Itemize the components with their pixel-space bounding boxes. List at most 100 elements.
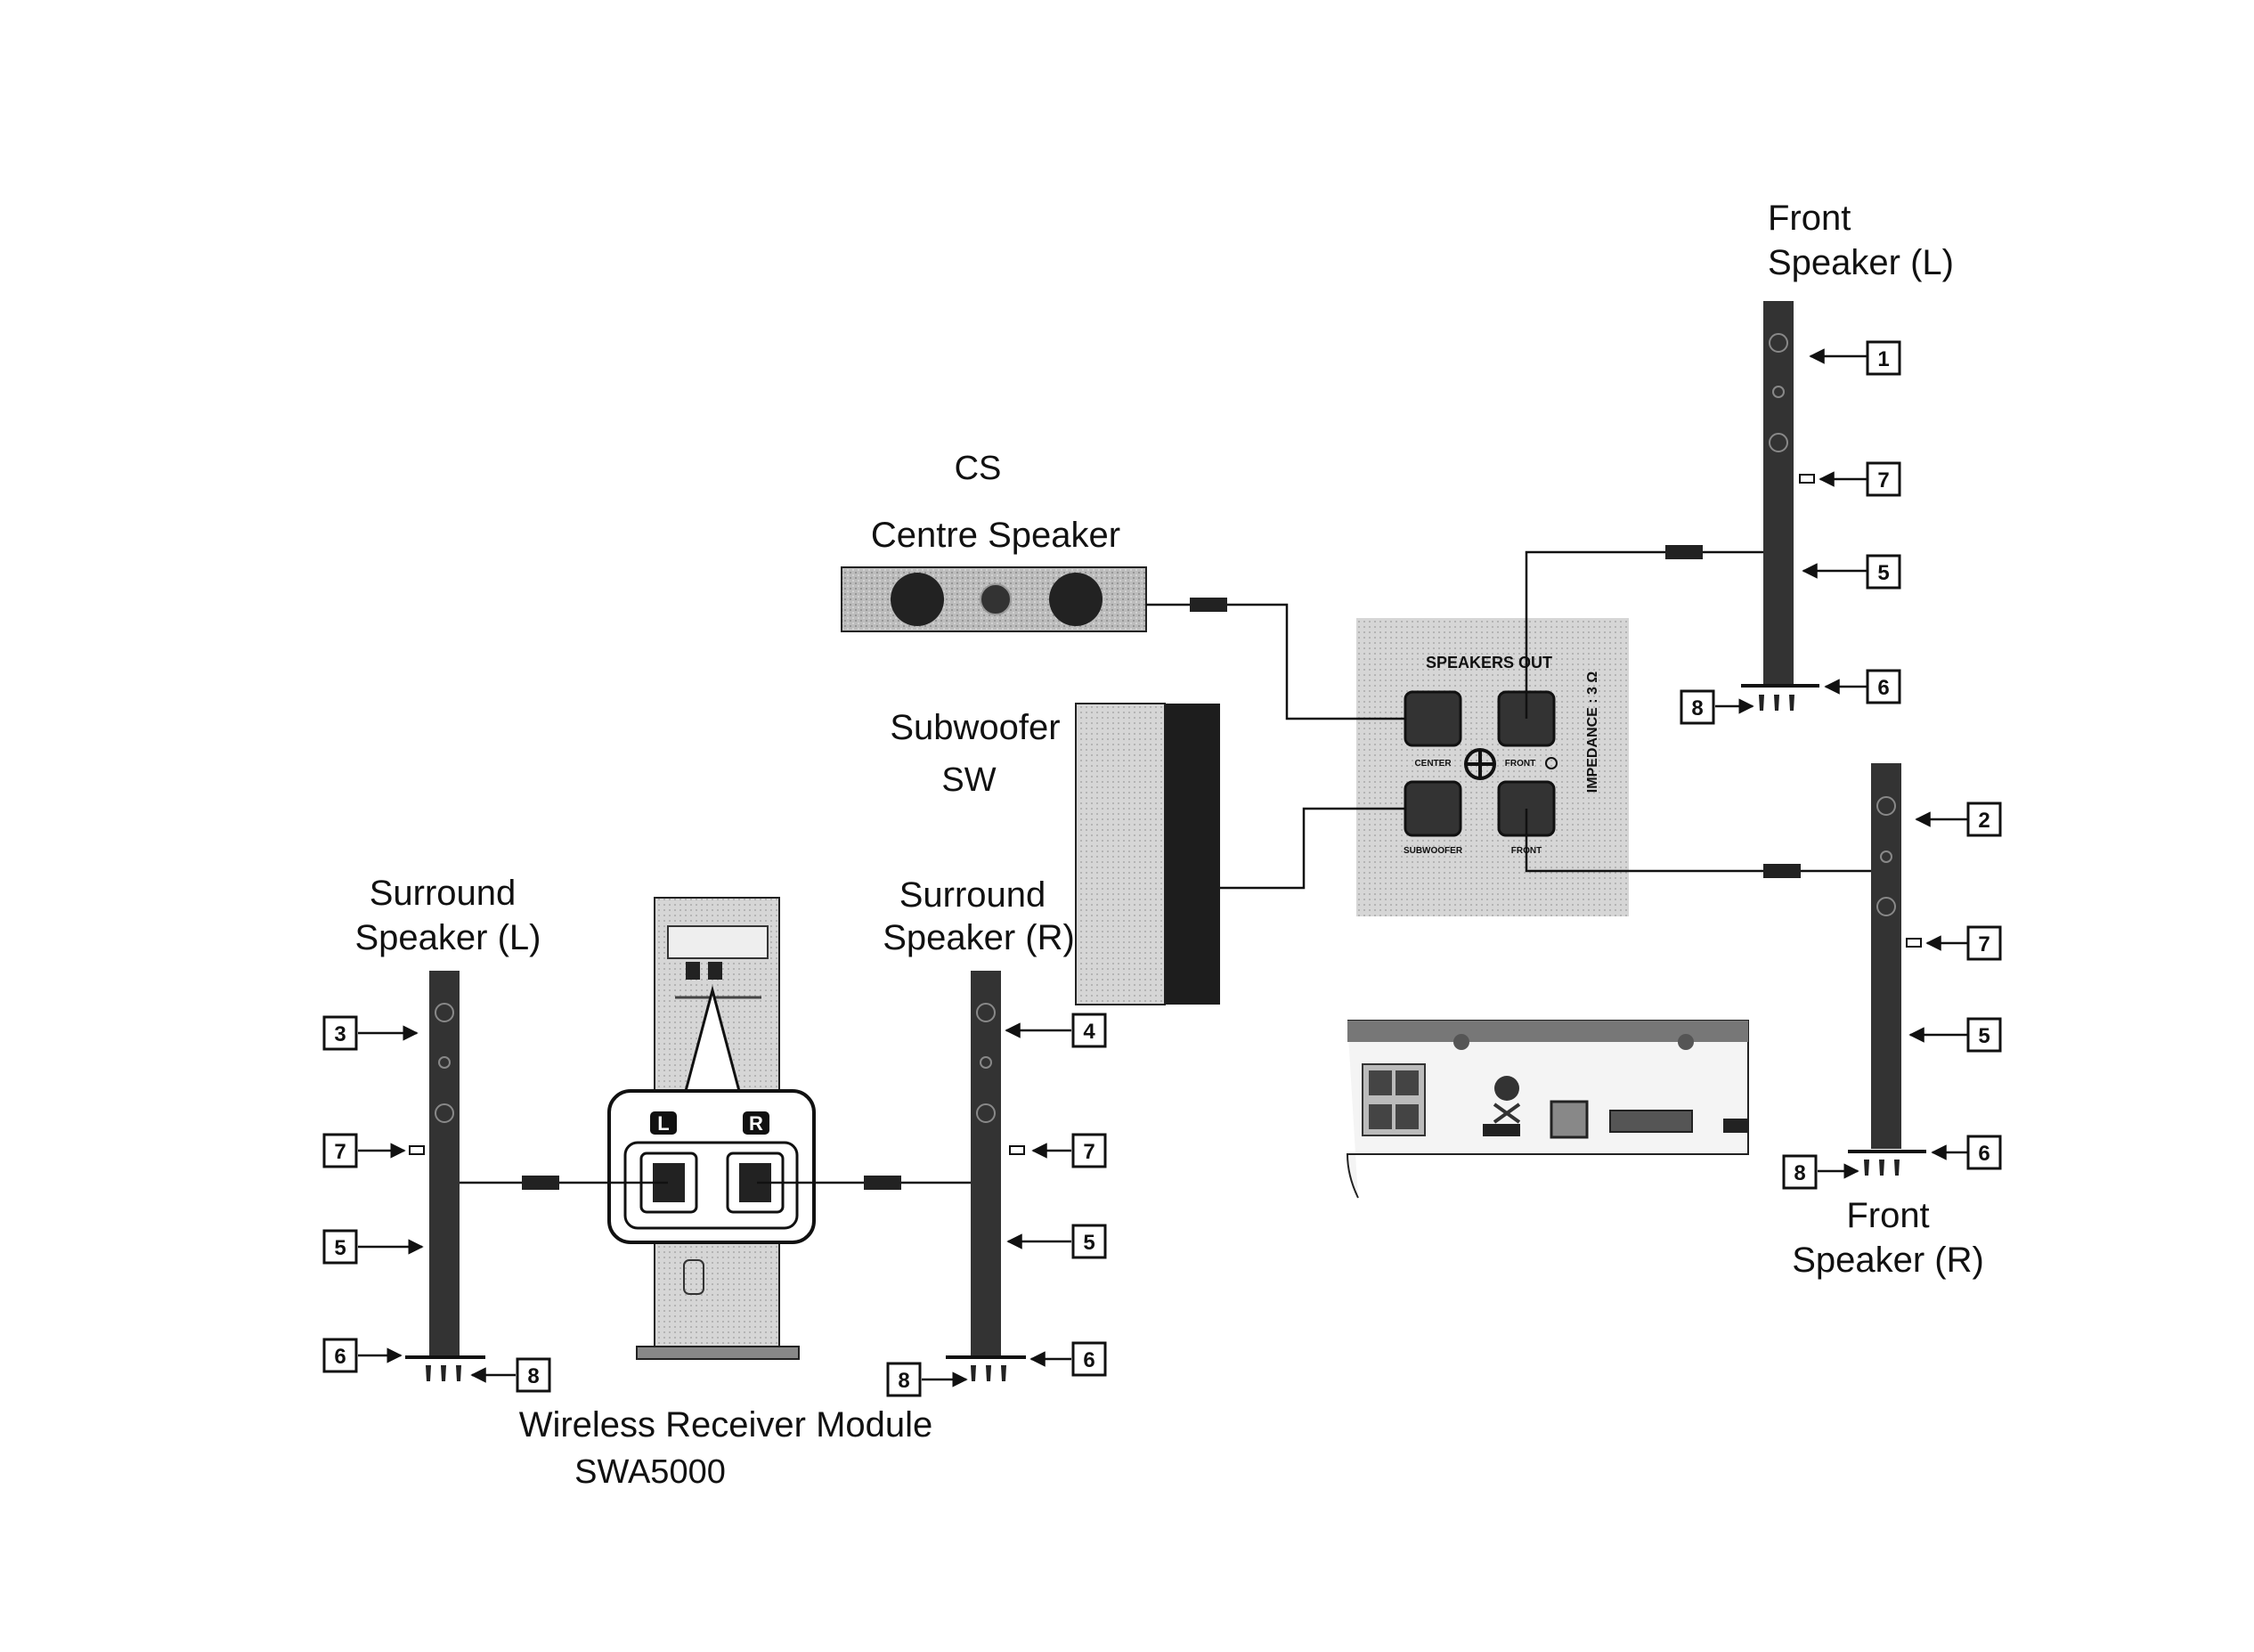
centre-tweeter	[980, 583, 1012, 615]
front-left-tweeter	[1772, 386, 1785, 398]
panel-impedance: IMPEDANCE : 3 Ω	[1585, 671, 1600, 793]
centre-speaker: CS Centre Speaker	[841, 450, 1147, 632]
svg-text:3: 3	[334, 1022, 346, 1046]
surround-left-label-line1: Surround	[370, 874, 517, 913]
receiver-code-label: SWA5000	[574, 1453, 726, 1491]
svg-text:R: R	[749, 1112, 763, 1135]
svg-text:7: 7	[1083, 1140, 1094, 1164]
svg-text:5: 5	[334, 1236, 346, 1260]
svg-text:4: 4	[1083, 1020, 1095, 1044]
front-left-screws-icon	[1759, 695, 1794, 711]
surround-left-screws-icon	[426, 1365, 461, 1381]
subwoofer-code-label: SW	[941, 761, 996, 799]
tag-1: 1	[1866, 340, 1901, 376]
surround-right-tower	[971, 971, 1001, 1355]
speaker-cables	[460, 545, 1871, 1190]
front-right-driver-top	[1876, 796, 1896, 816]
tag-4: 4	[1071, 1013, 1107, 1048]
main-unit-lan-port	[1550, 1100, 1589, 1139]
surround-right-bracket-icon	[1009, 1145, 1025, 1155]
svg-text:5: 5	[1877, 561, 1889, 585]
tag-8-front-right: 8	[1782, 1154, 1818, 1190]
main-unit-port-1	[1483, 1124, 1520, 1136]
front-right-screws-icon	[1864, 1160, 1900, 1176]
front-right-bracket-icon	[1906, 938, 1922, 948]
front-right-label-line1: Front	[1846, 1196, 1929, 1235]
subwoofer-body-side	[1075, 703, 1166, 1005]
tag-5-surround-left: 5	[322, 1229, 358, 1265]
front-speaker-left: Front Speaker (L) 1 7 5 6 8	[1680, 199, 1954, 725]
terminal-subwoofer-label: SUBWOOFER	[1404, 846, 1463, 856]
surround-right-label-line1: Surround	[899, 875, 1046, 915]
front-left-bracket-icon	[1799, 474, 1815, 484]
tag-6-surround-right: 6	[1071, 1341, 1107, 1377]
main-unit-port-2	[1609, 1110, 1693, 1133]
svg-text:8: 8	[527, 1364, 539, 1388]
front-right-tower	[1871, 763, 1901, 1149]
centre-code-label: CS	[955, 450, 1002, 487]
front-left-driver-bottom	[1769, 433, 1788, 452]
front-right-tweeter	[1880, 850, 1892, 863]
centre-driver-left	[891, 573, 944, 626]
svg-text:6: 6	[1978, 1142, 1990, 1166]
svg-text:L: L	[657, 1112, 669, 1135]
tag-5-surround-right: 5	[1071, 1224, 1107, 1259]
tag-3: 3	[322, 1015, 358, 1051]
svg-text:7: 7	[1978, 932, 1990, 956]
tag-8-surround-left: 8	[516, 1357, 551, 1393]
tag-7-front-left: 7	[1866, 461, 1901, 497]
svg-text:5: 5	[1978, 1024, 1990, 1048]
tag-5-front-right: 5	[1966, 1017, 2002, 1053]
terminal-subwoofer	[1404, 780, 1462, 837]
cooling-fan-icon	[1493, 1076, 1521, 1124]
tag-5-front-left: 5	[1866, 554, 1901, 590]
receiver-display	[667, 925, 769, 959]
svg-text:6: 6	[334, 1345, 346, 1369]
main-unit-port-3	[1723, 1119, 1748, 1133]
main-unit-screw-right-icon	[1678, 1034, 1694, 1050]
terminal-front-left-label: FRONT	[1505, 759, 1535, 769]
tag-7-surround-right: 7	[1071, 1133, 1107, 1168]
tag-7-front-right: 7	[1966, 925, 2002, 961]
svg-text:1: 1	[1877, 347, 1889, 371]
main-unit-screw-left-icon	[1453, 1034, 1469, 1050]
receiver-port-right-badge: R	[743, 1111, 769, 1135]
surround-left-label-line2: Speaker (L)	[355, 918, 541, 957]
surround-speaker-left: Surround Speaker (L) 3 7 5 6 8	[322, 874, 551, 1393]
crosshair-icon	[1464, 748, 1496, 780]
svg-text:8: 8	[898, 1369, 909, 1393]
centre-label: Centre Speaker	[871, 516, 1120, 555]
front-right-driver-bottom	[1876, 897, 1896, 916]
terminal-front-left-indicator-icon	[1545, 757, 1558, 769]
speakers-out-panel: SPEAKERS OUT IMPEDANCE : 3 Ω CENTER FRON…	[1356, 618, 1629, 916]
tag-6-front-right: 6	[1966, 1135, 2002, 1170]
subwoofer: Subwoofer SW	[890, 703, 1220, 1005]
receiver-port-left-badge: L	[650, 1111, 677, 1135]
svg-text:5: 5	[1083, 1231, 1094, 1255]
tag-6-front-left: 6	[1866, 669, 1901, 704]
panel-title: SPEAKERS OUT	[1426, 654, 1552, 671]
front-left-driver-top	[1769, 333, 1788, 353]
surround-right-screws-icon	[971, 1365, 1006, 1381]
svg-text:2: 2	[1978, 809, 1990, 833]
main-unit-rear-panel	[1346, 1020, 1749, 1199]
svg-text:8: 8	[1794, 1161, 1805, 1185]
tag-8-front-left: 8	[1680, 689, 1715, 725]
front-left-label-line1: Front	[1768, 199, 1851, 238]
tag-7-surround-left: 7	[322, 1133, 358, 1168]
subwoofer-label: Subwoofer	[890, 708, 1060, 747]
front-left-label-line2: Speaker (L)	[1768, 243, 1954, 282]
svg-text:7: 7	[1877, 468, 1889, 492]
wireless-receiver-module: L R Wireless Receiver Module SWA5000	[519, 897, 933, 1491]
svg-text:7: 7	[334, 1140, 346, 1164]
terminal-center-label: CENTER	[1414, 759, 1452, 769]
front-speaker-right: 2 7 5 6 8 Front Speaker (R)	[1782, 763, 2002, 1280]
surround-speaker-right: Surround Speaker (R) 4 7 5 6 8	[883, 875, 1107, 1397]
surround-left-tower	[429, 971, 460, 1355]
terminal-center	[1404, 690, 1462, 747]
surround-left-bracket-icon	[409, 1145, 425, 1155]
receiver-label: Wireless Receiver Module	[519, 1405, 933, 1444]
tag-2: 2	[1966, 802, 2002, 837]
tag-8-surround-right: 8	[886, 1362, 922, 1397]
